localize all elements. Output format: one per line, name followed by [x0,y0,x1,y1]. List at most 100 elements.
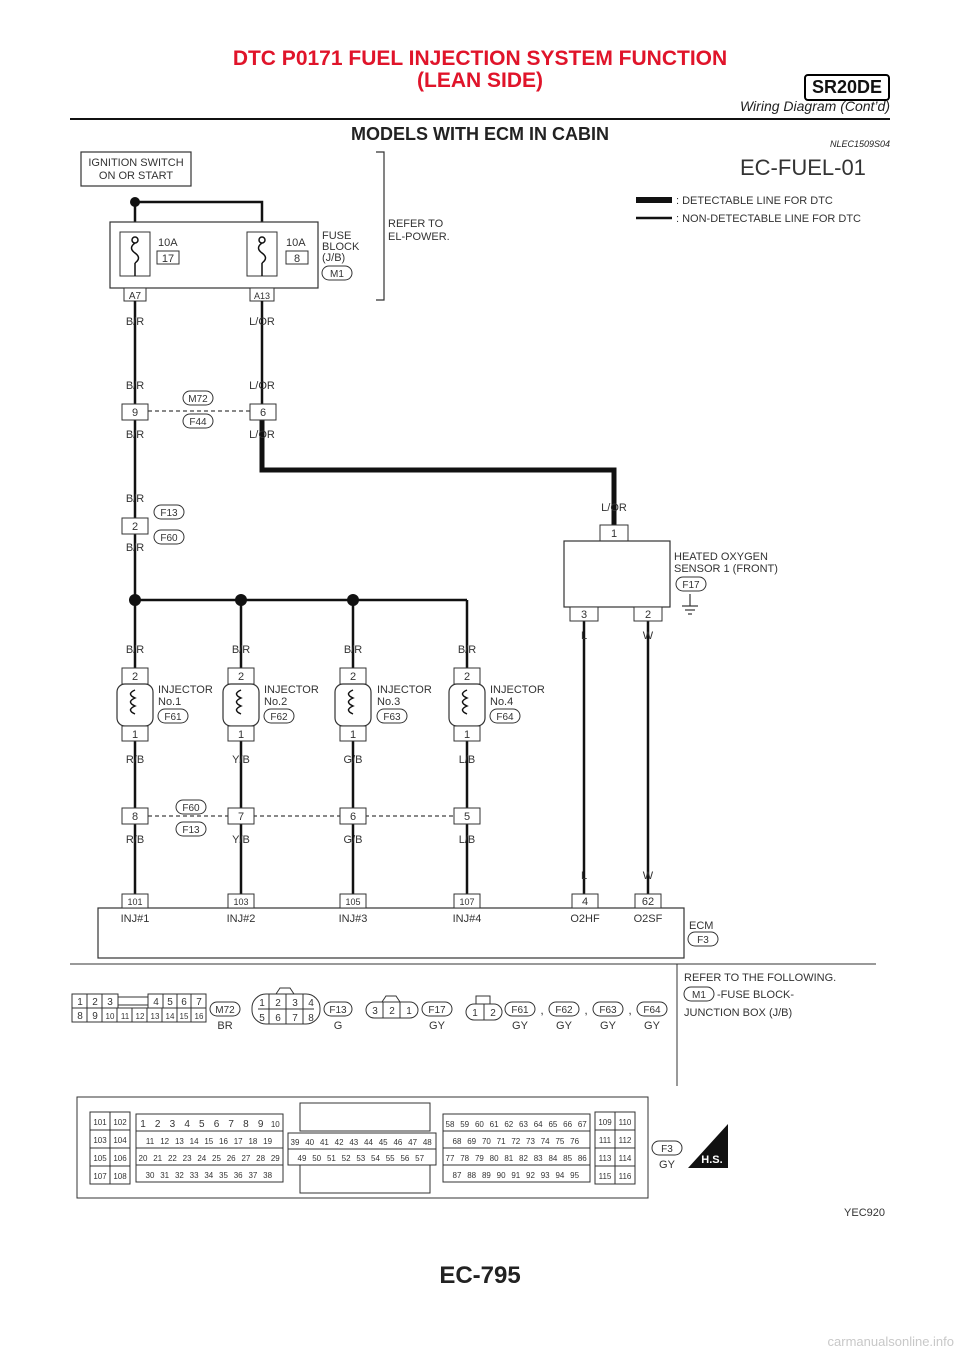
ecm-pin: 94 [555,1171,564,1180]
wire-color: L/B [459,754,476,766]
ecm-pin: 83 [534,1154,543,1163]
ground-icon [682,594,698,615]
ecm-pin: 104 [113,1136,127,1145]
ecm-pin: 2 [155,1119,161,1130]
m72-pin: 3 [107,997,113,1008]
m72-pin: 11 [121,1012,130,1021]
ecm-pin: 19 [263,1137,272,1146]
m72-pin: 8 [77,1011,83,1022]
ecm-pin: 75 [555,1137,564,1146]
ecm-pin: 12 [160,1137,169,1146]
harness-side-label: H.S. [701,1154,722,1166]
f13-pin: 2 [275,998,281,1009]
m72-view-name: M72 [215,1005,235,1016]
m72-pin: 10 [106,1012,115,1021]
injector-2 [222,667,295,742]
ecm-pin: 35 [219,1171,228,1180]
ecm-pin: 43 [349,1138,358,1147]
ecm-pin: 84 [548,1154,557,1163]
f60-pin: 7 [238,811,244,823]
page-number: EC-795 [439,1262,521,1289]
ecm-connector-label: F3 [697,935,709,946]
wire-color: Y/B [232,834,250,846]
wire-color: L/OR [249,380,275,392]
ecm-label: ECM [689,920,713,932]
fuse8-amp: 10A [286,237,306,249]
ecm-pin: 17 [234,1137,243,1146]
wire-color: L [581,630,587,642]
ecm-pin: 88 [467,1171,476,1180]
ecm-pin: 61 [490,1120,499,1129]
ecm-pin: 71 [497,1137,506,1146]
m72-view-color: BR [217,1020,232,1032]
ecm-pin: 113 [599,1154,612,1163]
injector-4-num: No.4 [490,696,513,708]
ecm-pin: 32 [175,1171,184,1180]
injector-4-pin-top: 2 [464,671,470,683]
f61-pin: 2 [490,1008,496,1019]
ecm-pin: 78 [460,1154,469,1163]
injector-2-pin-bottom: 1 [238,729,244,741]
injector-3-num: No.3 [377,696,400,708]
o2-sensor-label-2: SENSOR 1 (FRONT) [674,563,778,575]
ecm-terminal-num: 103 [233,897,248,907]
ecm-pin: 79 [475,1154,484,1163]
ecm-terminal-name: INJ#3 [339,913,368,925]
m72-pin: 6 [181,997,187,1008]
f63-view-name: F63 [599,1005,617,1016]
ecm-pin: 55 [386,1154,395,1163]
o2-pin3-box [569,606,599,622]
ecm-pin: 15 [204,1137,213,1146]
ecm-pin: 24 [197,1154,206,1163]
ecm-connector-view [76,1096,683,1199]
ecm-pin: 65 [548,1120,557,1129]
f60-tag-2 [175,799,207,815]
ecm-pin: 25 [212,1154,221,1163]
f17-pin: 2 [389,1006,395,1017]
fuse-block-connector: M1 [330,269,344,280]
ecm-pin: 76 [570,1137,579,1146]
wire-color: W [643,870,654,882]
header-rule [70,118,890,120]
f60-tag [153,529,185,545]
wire-color: R/B [126,834,144,846]
ecm-pin: 106 [113,1154,127,1163]
ecm-terminal-num: 107 [459,897,474,907]
wire-color: Y/B [232,754,250,766]
ecm-pin: 1 [140,1119,146,1130]
injector-3-connector: F63 [383,712,401,723]
ecm-pin: 36 [234,1171,243,1180]
diagram-code: YEC920 [844,1207,885,1219]
section-code: NLEC1509S04 [829,139,890,149]
injector-2-connector: F62 [270,712,288,723]
ecm-terminal-name: O2SF [634,913,663,925]
ecm-pin: 108 [113,1172,127,1181]
injector-4 [448,667,521,742]
ecm-pin: 47 [408,1138,417,1147]
f60-pin-box [121,807,149,825]
f17-connector-view [365,995,453,1019]
ecm-pin: 105 [93,1154,107,1163]
f13-pin: 8 [308,1013,314,1024]
o2-sensor-label-1: HEATED OXYGEN [674,551,768,563]
f13-pin: 5 [259,1013,265,1024]
f17-pin: 1 [406,1006,412,1017]
ecm-pin: 48 [423,1138,432,1147]
injector-3-pin-top: 2 [350,671,356,683]
f64-view-color: GY [644,1020,661,1032]
f13-pin: 4 [308,998,314,1009]
ecm-pin: 74 [541,1137,550,1146]
legend-non-detectable: : NON-DETECTABLE LINE FOR DTC [676,213,861,225]
ecm-pin: 21 [153,1154,162,1163]
page-title-line1: DTC P0171 FUEL INJECTION SYSTEM FUNCTION [232,47,728,70]
ecm-pin: 3 [170,1119,176,1130]
m72-pin: 12 [136,1012,145,1021]
f13-tag [153,504,185,520]
power-bracket [376,151,385,301]
fuse-block-label-2: BLOCK [322,241,360,253]
wire-color: B/R [126,542,144,554]
ecm-pin: 33 [190,1171,199,1180]
injector-4-connector: F64 [496,712,514,723]
ecm-pin: 49 [298,1154,307,1163]
ecm-pin: 68 [453,1137,462,1146]
